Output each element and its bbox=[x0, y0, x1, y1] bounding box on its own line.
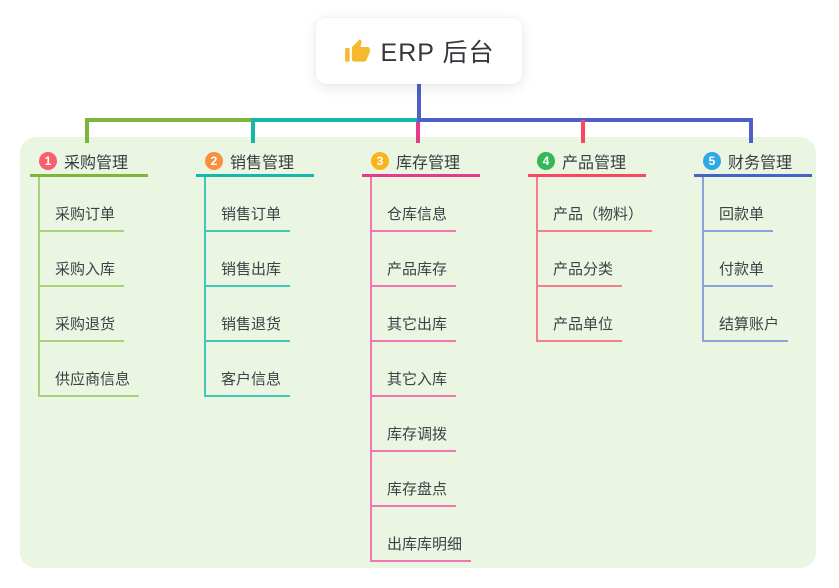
branch-label: 销售管理 bbox=[230, 155, 295, 172]
branch-children: 采购订单 采购入库 采购退货 供应商信息 bbox=[38, 177, 148, 397]
child-node[interactable]: 供应商信息 bbox=[40, 368, 140, 397]
branch-children: 销售订单 销售出库 销售退货 客户信息 bbox=[204, 177, 314, 397]
thumbs-up-icon bbox=[344, 38, 370, 62]
branch-title-purchase[interactable]: 1 采购管理 bbox=[30, 148, 148, 177]
mindmap-background-panel bbox=[20, 137, 816, 568]
child-node[interactable]: 采购入库 bbox=[40, 258, 125, 287]
branch-label: 采购管理 bbox=[64, 155, 129, 172]
branch-children: 产品（物料） 产品分类 产品单位 bbox=[536, 177, 653, 342]
branch-finance: 5 财务管理 回款单 付款单 结算账户 bbox=[694, 148, 812, 342]
child-node[interactable]: 库存调拨 bbox=[372, 423, 457, 452]
child-node[interactable]: 采购订单 bbox=[40, 203, 125, 232]
branch-inventory: 3 库存管理 仓库信息 产品库存 其它出库 其它入库 库存调拨 库存盘点 出库库… bbox=[362, 148, 480, 562]
child-node[interactable]: 产品分类 bbox=[538, 258, 623, 287]
child-node[interactable]: 仓库信息 bbox=[372, 203, 457, 232]
branch-title-product[interactable]: 4 产品管理 bbox=[528, 148, 646, 177]
child-node[interactable]: 产品库存 bbox=[372, 258, 457, 287]
branch-children: 回款单 付款单 结算账户 bbox=[702, 177, 812, 342]
branch-title-sales[interactable]: 2 销售管理 bbox=[196, 148, 314, 177]
branch-title-inventory[interactable]: 3 库存管理 bbox=[362, 148, 480, 177]
branch-sales: 2 销售管理 销售订单 销售出库 销售退货 客户信息 bbox=[196, 148, 314, 397]
child-node[interactable]: 销售订单 bbox=[206, 203, 291, 232]
badge-2: 2 bbox=[205, 152, 223, 170]
child-node[interactable]: 库存盘点 bbox=[372, 478, 457, 507]
branch-product: 4 产品管理 产品（物料） 产品分类 产品单位 bbox=[528, 148, 653, 342]
branch-purchase: 1 采购管理 采购订单 采购入库 采购退货 供应商信息 bbox=[30, 148, 148, 397]
badge-4: 4 bbox=[537, 152, 555, 170]
child-node[interactable]: 销售出库 bbox=[206, 258, 291, 287]
child-node[interactable]: 结算账户 bbox=[704, 313, 789, 342]
connector-branch2 bbox=[251, 118, 419, 143]
root-node-title: ERP 后台 bbox=[380, 39, 495, 67]
child-node[interactable]: 产品（物料） bbox=[538, 203, 653, 232]
child-node[interactable]: 客户信息 bbox=[206, 368, 291, 397]
child-node[interactable]: 回款单 bbox=[704, 203, 774, 232]
connector-branch5 bbox=[417, 118, 753, 143]
branch-label: 产品管理 bbox=[562, 155, 627, 172]
branch-children: 仓库信息 产品库存 其它出库 其它入库 库存调拨 库存盘点 出库库明细 bbox=[370, 177, 480, 562]
child-node[interactable]: 其它出库 bbox=[372, 313, 457, 342]
child-node[interactable]: 其它入库 bbox=[372, 368, 457, 397]
child-node[interactable]: 产品单位 bbox=[538, 313, 623, 342]
child-node[interactable]: 付款单 bbox=[704, 258, 774, 287]
branch-label: 库存管理 bbox=[396, 155, 461, 172]
child-node[interactable]: 出库库明细 bbox=[372, 533, 472, 562]
badge-1: 1 bbox=[39, 152, 57, 170]
child-node[interactable]: 采购退货 bbox=[40, 313, 125, 342]
child-node[interactable]: 销售退货 bbox=[206, 313, 291, 342]
root-node[interactable]: ERP 后台 bbox=[316, 18, 522, 84]
connector-branch1 bbox=[85, 118, 257, 143]
branch-title-finance[interactable]: 5 财务管理 bbox=[694, 148, 812, 177]
branch-label: 财务管理 bbox=[728, 155, 793, 172]
badge-5: 5 bbox=[703, 152, 721, 170]
badge-3: 3 bbox=[371, 152, 389, 170]
